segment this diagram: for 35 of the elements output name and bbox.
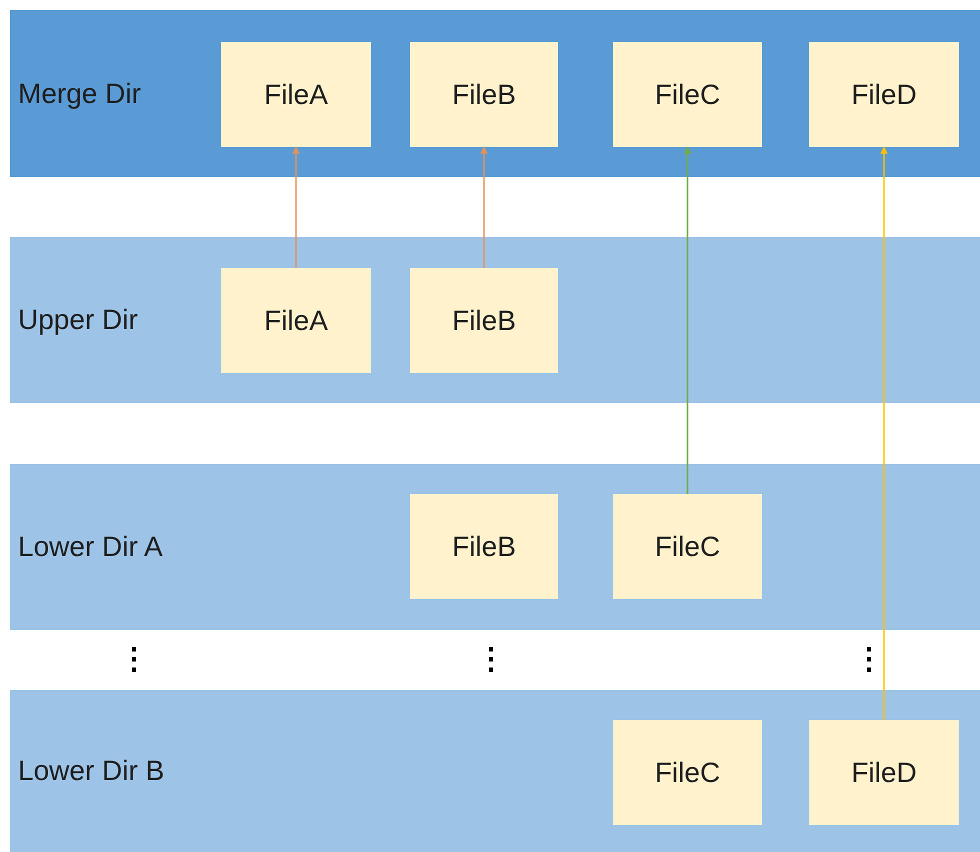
file-name: FileA (264, 304, 328, 338)
file-box (410, 494, 558, 599)
file-box (410, 42, 558, 147)
directory-band (10, 237, 980, 403)
file-box (221, 42, 371, 147)
file-box (613, 720, 762, 825)
file-name: FileC (654, 530, 720, 564)
ellipsis-mark: ⋮ (119, 642, 149, 678)
band-label: Lower Dir A (18, 530, 163, 564)
file-box (809, 720, 959, 825)
band-label: Upper Dir (18, 303, 138, 337)
file-name: FileD (851, 78, 917, 112)
file-box (221, 268, 371, 373)
arrow (292, 146, 300, 268)
file-name: FileC (654, 756, 720, 790)
directory-band (10, 690, 980, 852)
file-name: FileD (851, 756, 917, 790)
directory-band (10, 464, 980, 630)
band-label: Lower Dir B (18, 754, 164, 788)
band-label: Merge Dir (18, 76, 141, 111)
arrow (684, 146, 692, 494)
file-box (613, 42, 762, 147)
file-name: FileB (452, 304, 516, 338)
file-name: FileC (654, 78, 720, 112)
file-box (613, 494, 762, 599)
file-box (410, 268, 558, 373)
ellipsis-mark: ⋮ (476, 642, 506, 678)
arrow (480, 146, 488, 268)
directory-band (10, 10, 980, 177)
file-name: FileB (452, 530, 516, 564)
file-box (809, 42, 959, 147)
file-name: FileA (264, 78, 328, 112)
ellipsis-mark: ⋮ (854, 642, 884, 678)
file-name: FileB (452, 78, 516, 112)
arrow (880, 146, 888, 720)
